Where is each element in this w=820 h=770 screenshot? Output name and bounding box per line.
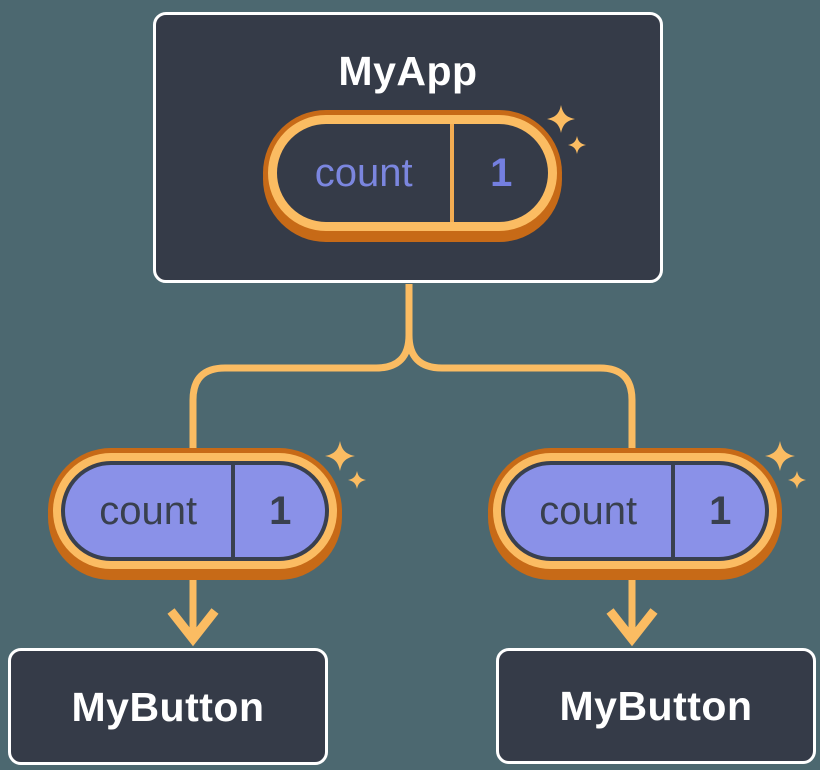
component-node-mybutton-right: MyButton [496, 648, 816, 764]
sparkle-icon [547, 105, 575, 133]
arrow-down-icon [606, 608, 658, 647]
connector-fork-left [189, 284, 413, 456]
state-pill-root: count 1 [268, 115, 557, 231]
sparkle-icon-small [788, 471, 806, 489]
sparkle-icon [325, 441, 355, 471]
pill-divider [671, 465, 676, 557]
component-node-mybutton-left: MyButton [8, 648, 328, 765]
state-value: 1 [709, 488, 732, 533]
connector-fork-right [405, 334, 636, 456]
sparkle-icon [765, 441, 795, 471]
state-label: count [99, 488, 198, 533]
arrow-down-icon [167, 608, 219, 647]
pill-divider [450, 124, 455, 222]
sparkle-icon-small [348, 471, 366, 489]
state-value: 1 [269, 488, 292, 533]
component-title: MyButton [559, 683, 753, 729]
state-value: 1 [490, 150, 513, 195]
component-title: MyApp [338, 48, 478, 94]
state-label: count [314, 150, 413, 195]
state-pill-right-child: count 1 [501, 461, 769, 561]
state-pill-left-child: count 1 [61, 461, 329, 561]
state-label: count [539, 488, 638, 533]
sparkle-icon-small [568, 136, 586, 154]
pill-divider [231, 465, 236, 557]
component-title: MyButton [71, 683, 265, 730]
